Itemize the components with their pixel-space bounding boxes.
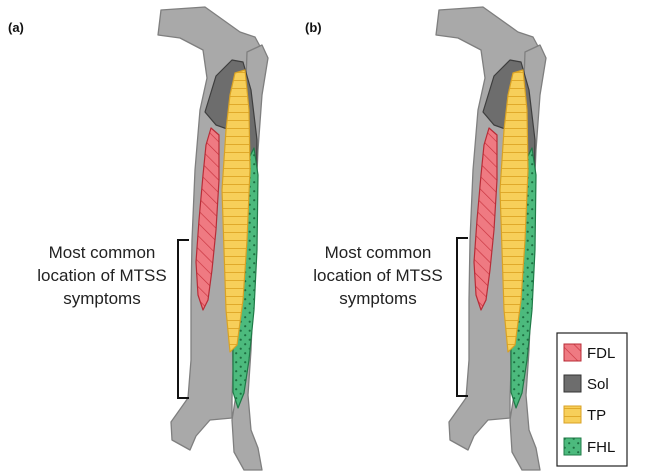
panel-b-caption-line-3: symptoms xyxy=(339,289,416,308)
panel-b-caption-line-1: Most common xyxy=(325,243,432,262)
panel-b-bracket xyxy=(456,237,468,397)
fhl-swatch xyxy=(563,437,582,456)
panel-a-leg-illustration xyxy=(157,6,269,471)
panel-b-label: (b) xyxy=(305,20,322,35)
fdl-swatch xyxy=(563,343,582,362)
legend-item-fdl: FDL xyxy=(563,343,615,362)
fhl-legend-label: FHL xyxy=(587,439,615,456)
legend: FDL Sol TP FHL xyxy=(556,332,628,467)
panel-b-leg-illustration xyxy=(435,6,547,471)
fdl-legend-label: FDL xyxy=(587,345,615,362)
panel-a-bracket xyxy=(177,239,189,399)
panel-a-label: (a) xyxy=(8,20,24,35)
panel-a-caption-line-2: location of MTSS xyxy=(37,266,166,285)
legend-item-tp: TP xyxy=(563,405,606,424)
legend-item-sol: Sol xyxy=(563,374,609,393)
panel-b: (b) Most common location of MTSS symptom… xyxy=(305,6,547,471)
panel-a: (a) Most common location of MTSS symptom… xyxy=(8,6,269,471)
panel-b-caption-line-2: location of MTSS xyxy=(313,266,442,285)
sol-legend-label: Sol xyxy=(587,376,609,393)
panel-a-caption-line-3: symptoms xyxy=(63,289,140,308)
sol-swatch xyxy=(563,374,582,393)
legend-item-fhl: FHL xyxy=(563,437,615,456)
tp-swatch xyxy=(563,405,582,424)
tp-legend-label: TP xyxy=(587,407,606,424)
panel-a-caption-line-1: Most common xyxy=(49,243,156,262)
